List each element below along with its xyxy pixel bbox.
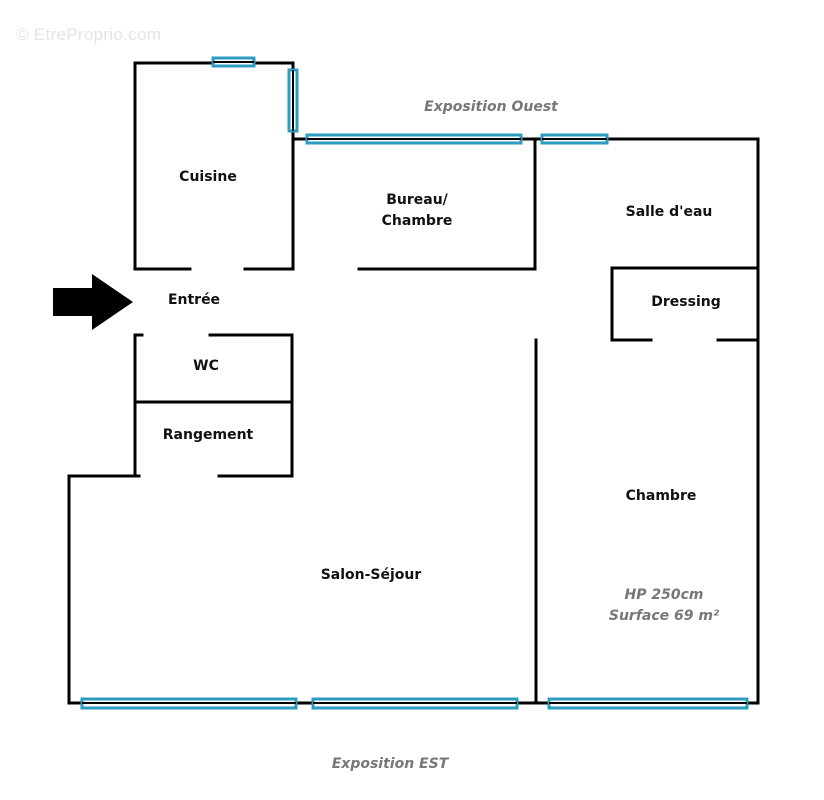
room-salon-sejour: Salon-Séjour	[320, 567, 422, 583]
room-bureau-line1: Bureau/	[386, 192, 448, 208]
watermark: © EtreProprio.com	[16, 25, 162, 44]
surface-note: Surface 69 m²	[608, 608, 720, 624]
ceiling-height-note: HP 250cm	[624, 587, 704, 603]
exposition-ouest-label: Exposition Ouest	[424, 99, 558, 115]
room-wc: WC	[193, 358, 219, 374]
room-dressing: Dressing	[651, 294, 721, 310]
entrance-arrow-icon	[53, 274, 133, 330]
room-chambre: Chambre	[625, 488, 697, 504]
room-salle-eau: Salle d'eau	[625, 204, 713, 220]
room-bureau-line2: Chambre	[381, 213, 453, 229]
room-rangement: Rangement	[162, 427, 254, 443]
room-entree: Entrée	[167, 292, 221, 308]
exposition-est-label: Exposition EST	[331, 756, 449, 772]
window-centerlines	[82, 61, 747, 704]
room-cuisine: Cuisine	[179, 169, 237, 185]
